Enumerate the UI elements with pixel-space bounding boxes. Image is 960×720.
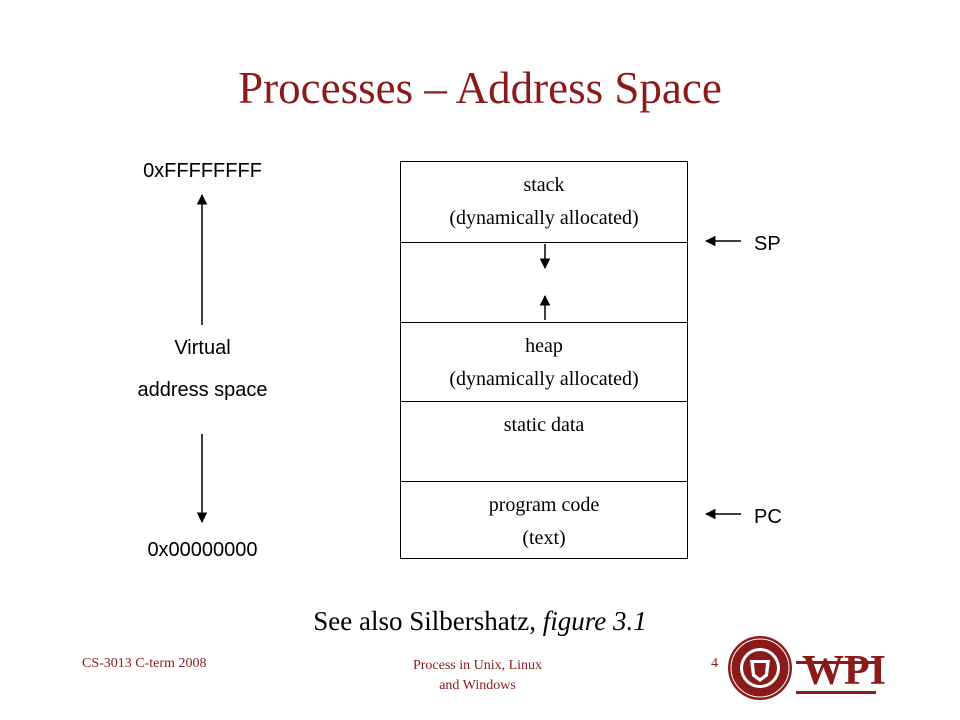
program-code-segment: program code (text)	[401, 482, 687, 559]
heap-segment: heap (dynamically allocated)	[401, 323, 687, 402]
footer-topic: Process in Unix, Linux and Windows	[370, 656, 585, 696]
sp-label: SP	[754, 233, 781, 255]
program-code-label: program code	[488, 494, 600, 516]
caption-text: See also Silbershatz,	[313, 606, 543, 636]
wpi-logo: WPI	[726, 630, 886, 706]
heap-label: heap	[525, 335, 563, 357]
static-data-segment: static data	[401, 402, 687, 482]
program-code-sublabel: (text)	[522, 527, 566, 549]
wpi-logo-text: WPI	[802, 648, 886, 694]
stack-label: stack	[523, 174, 565, 196]
free-space-segment	[401, 243, 687, 323]
virtual-label-line2: address space	[137, 379, 268, 401]
footer-topic-line2: and Windows	[439, 678, 516, 693]
page-number: 4	[711, 656, 718, 671]
static-data-label: static data	[503, 414, 585, 436]
top-address-label: 0xFFFFFFFF	[143, 160, 262, 182]
caption: See also Silbershatz, figure 3.1	[0, 606, 960, 637]
virtual-label-line1: Virtual	[174, 337, 231, 359]
stack-segment: stack (dynamically allocated)	[401, 162, 687, 243]
virtual-address-space-label: Virtual address space	[100, 327, 305, 411]
footer-topic-line1: Process in Unix, Linux	[412, 658, 543, 673]
bottom-address-label: 0x00000000	[147, 539, 258, 561]
slide-title: Processes – Address Space	[238, 63, 722, 113]
caption-figure-ref: figure 3.1	[542, 606, 647, 636]
pc-label: PC	[754, 506, 782, 528]
stack-sublabel: (dynamically allocated)	[449, 207, 639, 229]
footer-course: CS-3013 C-term 2008	[82, 656, 207, 671]
wpi-seal-icon	[728, 636, 876, 700]
heap-sublabel: (dynamically allocated)	[449, 368, 639, 390]
memory-layout-diagram: stack (dynamically allocated) heap (dyna…	[400, 161, 688, 559]
